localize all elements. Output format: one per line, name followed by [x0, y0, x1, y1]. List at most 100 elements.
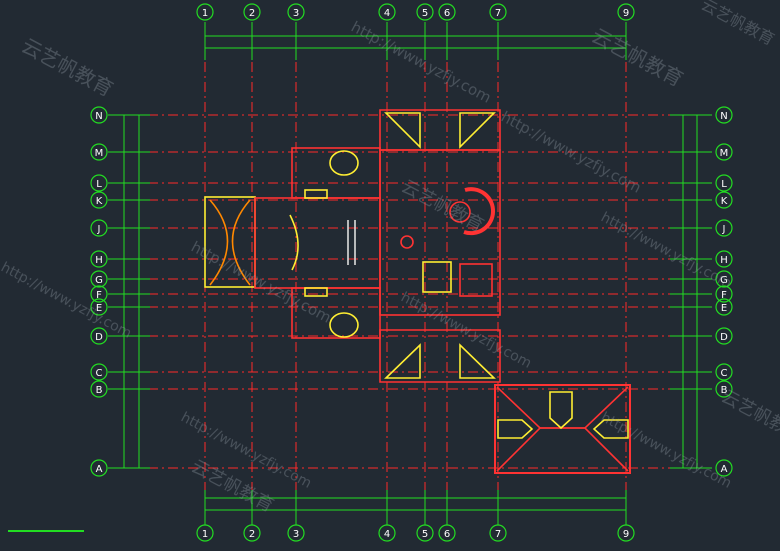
- row-label: A: [96, 464, 103, 475]
- row-label: G: [95, 275, 103, 286]
- service-stair: [459, 263, 493, 297]
- column-label: 7: [495, 8, 501, 19]
- row-label: A: [721, 464, 728, 475]
- dormer-west: [497, 419, 534, 439]
- row-bubble: [715, 285, 733, 303]
- column-label: 3: [293, 529, 299, 540]
- stair-newel: [449, 201, 471, 223]
- column-bubble: [196, 524, 214, 542]
- dormer-east: [592, 419, 629, 439]
- annex-ridge-2: [496, 427, 629, 472]
- row-label: L: [96, 179, 102, 190]
- row-bubble: [715, 380, 733, 398]
- row-label: M: [720, 148, 729, 159]
- row-label: H: [720, 255, 728, 266]
- row-label: B: [721, 385, 728, 396]
- floor-plan: [204, 109, 631, 474]
- column-bubble: [617, 3, 635, 21]
- row-bubble: [715, 298, 733, 316]
- row-bubble: [715, 459, 733, 477]
- column-bubble: [438, 3, 456, 21]
- row-bubble: [90, 106, 108, 124]
- watermark-text: http://www.yzfjy.com: [0, 259, 134, 341]
- row-bubble: [715, 270, 733, 288]
- column-label: 9: [623, 529, 629, 540]
- column-bubble: [378, 524, 396, 542]
- south-bay: [379, 329, 501, 383]
- row-bubble: [715, 219, 733, 237]
- column-label: 2: [249, 8, 255, 19]
- row-bubble: [90, 363, 108, 381]
- row-label: M: [95, 148, 104, 159]
- south-bay-roof-2: [459, 343, 496, 379]
- column-bubble: [196, 3, 214, 21]
- dormer-north: [549, 391, 573, 430]
- upper-vanity: [304, 189, 328, 199]
- row-label: D: [95, 332, 103, 343]
- column-bubble: [438, 524, 456, 542]
- north-bay: [379, 109, 501, 151]
- dimension-lines: [123, 35, 698, 511]
- column-bubble: [378, 3, 396, 21]
- row-bubble: [715, 143, 733, 161]
- row-bubble: [90, 459, 108, 477]
- watermark-text: http://www.yzfjy.com: [188, 238, 334, 327]
- row-label: L: [721, 179, 727, 190]
- column-bubble: [489, 3, 507, 21]
- row-bubble: [715, 106, 733, 124]
- column-bubble: [416, 3, 434, 21]
- row-label: N: [95, 111, 102, 122]
- column-label: 4: [384, 8, 390, 19]
- watermark-text: http://www.yzfjy.com: [598, 409, 734, 491]
- watermark-text: http://www.yzfjy.com: [348, 18, 494, 107]
- service-room: [422, 261, 452, 293]
- row-bubble: [90, 219, 108, 237]
- column-bubble: [416, 524, 434, 542]
- row-bubble: [90, 380, 108, 398]
- column-label: 9: [623, 8, 629, 19]
- row-bubble: [90, 191, 108, 209]
- column-label: 2: [249, 529, 255, 540]
- watermark-text: 云艺帆教育: [18, 33, 118, 101]
- row-label: F: [721, 290, 727, 301]
- column-bubble: [617, 524, 635, 542]
- north-bay-roof: [384, 112, 421, 149]
- row-label: F: [96, 290, 102, 301]
- grid-axis-lines: [108, 22, 712, 525]
- lower-bathtub: [329, 312, 359, 338]
- column-bubble: [243, 3, 261, 21]
- column-bubble: [287, 3, 305, 21]
- row-bubble: [90, 270, 108, 288]
- left-wing-arch: [209, 199, 229, 286]
- column-label: 5: [422, 8, 428, 19]
- row-label: K: [721, 196, 728, 207]
- row-bubble: [90, 174, 108, 192]
- row-bubble: [715, 174, 733, 192]
- column-label: 5: [422, 529, 428, 540]
- row-label: E: [96, 303, 102, 314]
- left-wing-arch-2: [231, 199, 251, 286]
- column-label: 1: [202, 529, 208, 540]
- row-label: K: [96, 196, 103, 207]
- row-label: J: [722, 224, 726, 235]
- row-label: N: [720, 111, 727, 122]
- watermark-text: 云艺帆教育: [718, 386, 780, 447]
- annex-roof: [494, 384, 631, 474]
- row-label: C: [96, 368, 103, 379]
- row-label: C: [721, 368, 728, 379]
- row-label: G: [720, 275, 728, 286]
- row-bubble: [715, 327, 733, 345]
- south-bay-roof: [384, 343, 421, 379]
- row-bubble: [90, 327, 108, 345]
- row-bubble: [90, 285, 108, 303]
- watermark-layer: http://www.yzfjy.com http://www.yzfjy.com…: [0, 0, 780, 517]
- lower-vanity: [304, 287, 328, 297]
- row-label: D: [720, 332, 728, 343]
- watermark-text: http://www.yzfjy.com: [598, 209, 734, 291]
- lift-symbol: [400, 235, 414, 249]
- column-label: 6: [444, 529, 450, 540]
- column-bubble: [243, 524, 261, 542]
- column-bubble: [287, 524, 305, 542]
